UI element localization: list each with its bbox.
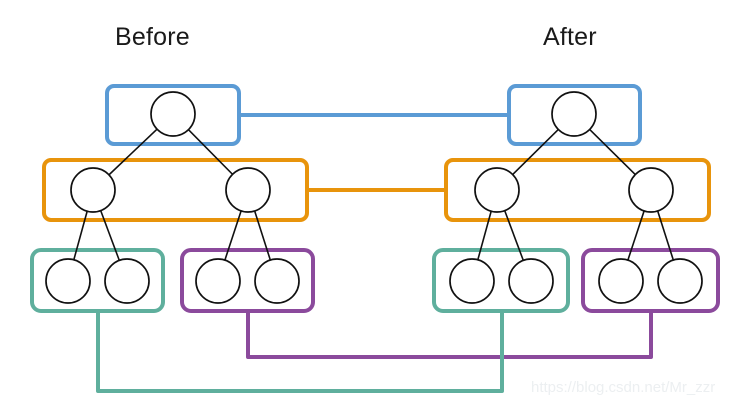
tree-node[interactable] — [474, 167, 520, 213]
before-tree-group — [30, 84, 315, 313]
watermark-text: https://blog.csdn.net/Mr_zzr — [531, 379, 716, 396]
before-tree-nodes — [45, 91, 300, 304]
green-connector-line[interactable] — [96, 311, 504, 393]
before-title: Before — [115, 23, 190, 51]
tree-node[interactable] — [104, 258, 150, 304]
tree-node[interactable] — [449, 258, 495, 304]
tree-node[interactable] — [150, 91, 196, 137]
group-connectors — [96, 113, 653, 393]
tree-node[interactable] — [551, 91, 597, 137]
tree-node[interactable] — [70, 167, 116, 213]
after-tree-group — [432, 84, 720, 313]
tree-node[interactable] — [657, 258, 703, 304]
tree-node[interactable] — [225, 167, 271, 213]
purple-connector-line[interactable] — [246, 311, 653, 359]
after-tree-nodes — [449, 91, 703, 304]
tree-node[interactable] — [508, 258, 554, 304]
tree-node[interactable] — [195, 258, 241, 304]
tree-node[interactable] — [254, 258, 300, 304]
tree-node[interactable] — [628, 167, 674, 213]
tree-node[interactable] — [45, 258, 91, 304]
after-title: After — [543, 23, 597, 51]
tree-node[interactable] — [598, 258, 644, 304]
